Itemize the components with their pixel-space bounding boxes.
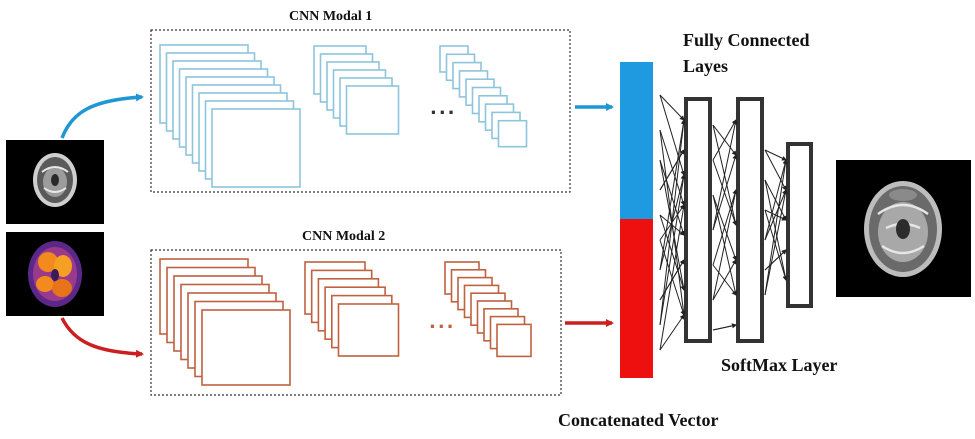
fully-connected-title-line-2: Layes xyxy=(683,56,728,76)
connection-line xyxy=(764,189,788,296)
cnn-modal-2-frame xyxy=(150,249,562,396)
fc-connections xyxy=(659,94,788,351)
feature-map xyxy=(345,85,400,135)
cnn-modal-1-frame xyxy=(150,29,571,193)
modal-1-stack-2 xyxy=(313,45,400,135)
cnn-modal-1-title: CNN Modal 1 xyxy=(289,9,373,24)
softmax-layer-box xyxy=(786,142,813,308)
connection-line xyxy=(712,259,737,301)
connection-line xyxy=(659,119,686,271)
connection-line xyxy=(712,154,738,231)
modal-2-stack-1 xyxy=(159,258,291,386)
modal-1-stack-1 xyxy=(159,44,301,188)
fc-layer-2 xyxy=(736,97,764,343)
brain-pet-colormap-icon xyxy=(28,241,82,307)
modal-1-input-arrow xyxy=(60,93,144,139)
feature-map xyxy=(211,108,301,188)
concatenated-vector-title: Concatenated Vector xyxy=(558,410,719,430)
connection-line xyxy=(712,119,737,161)
connection-line xyxy=(764,159,788,296)
brain-mri-grayscale-icon xyxy=(33,153,77,207)
connection-line xyxy=(659,94,686,176)
feature-map-stacks xyxy=(159,44,532,386)
connection-line xyxy=(712,119,738,231)
fully-connected-title-line-1: Fully Connected xyxy=(683,30,810,50)
cnn-modal-1-ellipsis: ... xyxy=(430,98,457,119)
connection-line xyxy=(764,149,787,161)
feature-map xyxy=(337,303,400,357)
brain-mri-output-icon xyxy=(864,181,942,277)
cnn-modal-2-ellipsis: ... xyxy=(429,312,456,333)
feature-map xyxy=(497,119,528,148)
input-mri-image xyxy=(6,140,104,224)
feature-map xyxy=(201,309,291,386)
connection-line xyxy=(712,189,738,301)
connection-line xyxy=(659,119,687,326)
connection-line xyxy=(764,249,787,271)
output-mri-image xyxy=(836,160,971,297)
modal-2-stack-2 xyxy=(304,261,400,357)
feature-map xyxy=(496,323,532,358)
vector-segment-modal-1 xyxy=(620,62,653,219)
connection-line xyxy=(764,149,787,191)
connection-line xyxy=(712,189,738,266)
cnn-modal-2-title: CNN Modal 2 xyxy=(302,229,386,244)
connection-line xyxy=(659,94,685,121)
connection-line xyxy=(764,189,787,241)
connection-line xyxy=(764,159,788,241)
softmax-layer-title: SoftMax Layer xyxy=(721,355,838,375)
modal-1-stack-3 xyxy=(439,45,528,148)
input-pet-image xyxy=(6,232,104,316)
connection-line xyxy=(659,204,686,351)
modal-2-input-arrow xyxy=(60,317,144,358)
connection-line xyxy=(659,174,686,326)
vector-segment-modal-2 xyxy=(620,219,653,378)
fc-layer-1 xyxy=(684,97,712,343)
connection-line xyxy=(659,314,685,351)
connection-line xyxy=(712,323,737,331)
modal-2-stack-3 xyxy=(444,261,532,358)
